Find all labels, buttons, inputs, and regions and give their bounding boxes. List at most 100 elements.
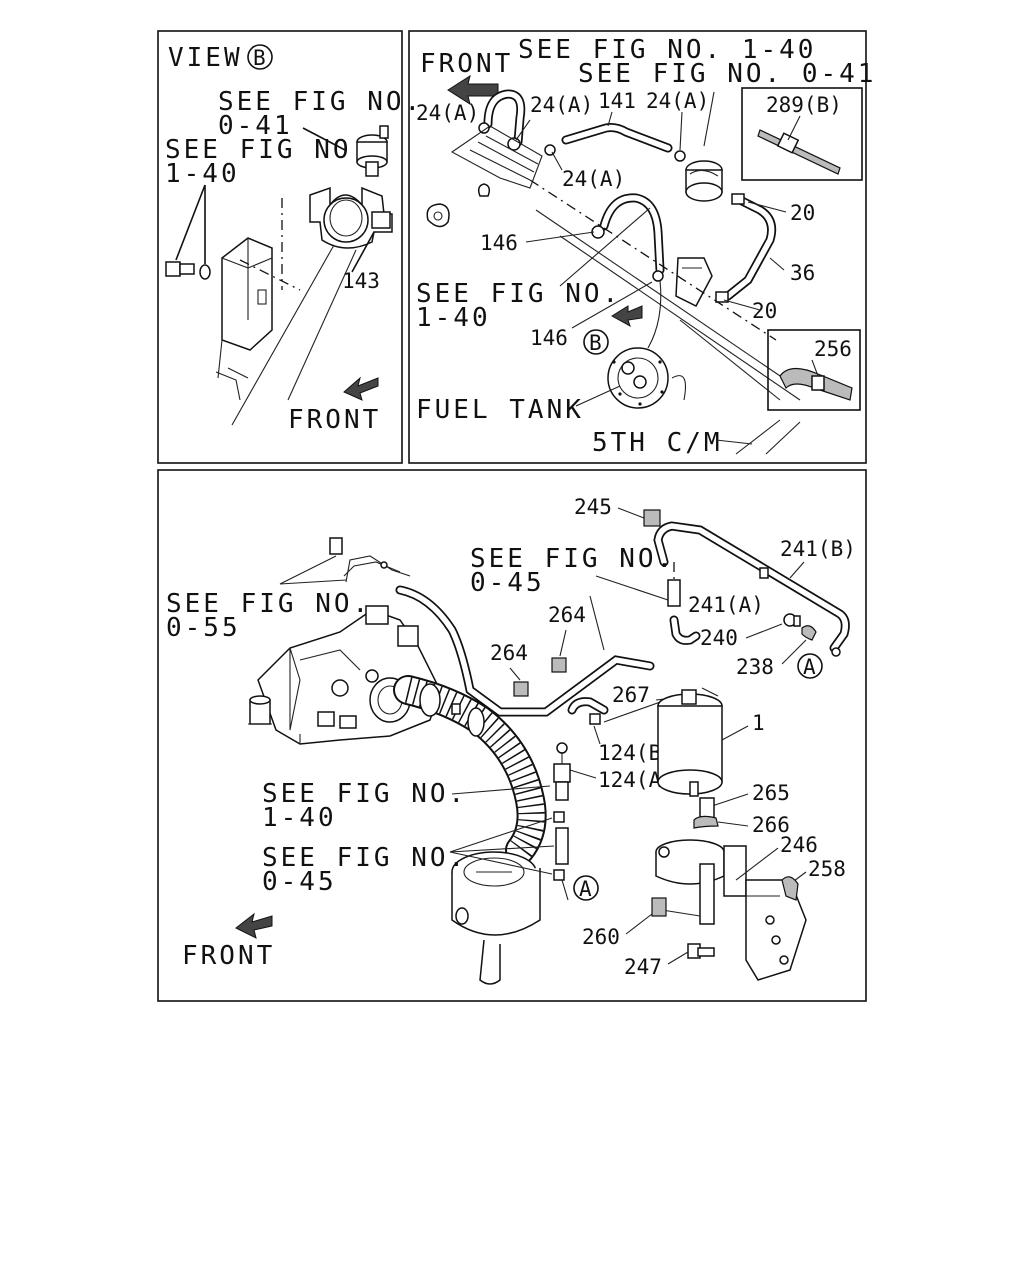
nut-260 bbox=[651, 897, 667, 917]
part-141: 141 bbox=[598, 89, 636, 113]
part-36: 36 bbox=[790, 261, 815, 285]
clip-258 bbox=[781, 876, 799, 901]
filler-bracket bbox=[426, 125, 543, 228]
crossmember-label: 5TH C/M bbox=[592, 428, 723, 458]
canister-bracket-246 bbox=[655, 839, 807, 981]
fuel-filter bbox=[685, 91, 723, 202]
crossmember-line-1 bbox=[735, 419, 781, 455]
fuel-tank-ref-mid2: 1-40 bbox=[416, 303, 491, 333]
canister-ref-045b-2: 0-45 bbox=[262, 867, 337, 897]
fitting-265-266 bbox=[693, 797, 719, 829]
part-1: 1 bbox=[752, 711, 765, 735]
canister-circle-a2 bbox=[573, 875, 599, 901]
fuel-tank-sender bbox=[607, 347, 687, 409]
canister-circle-a2-letter: A bbox=[579, 877, 592, 901]
connectors-0-45 bbox=[449, 811, 569, 901]
fuel-tank-leader bbox=[575, 385, 621, 407]
clip-264-2 bbox=[513, 681, 529, 697]
connector-241a-top bbox=[667, 579, 681, 607]
canister-circle-a1-letter: A bbox=[803, 655, 816, 679]
part-266: 266 bbox=[752, 813, 790, 837]
part-265: 265 bbox=[752, 781, 790, 805]
canister-panel: 245 241(B) SEE FIG NO. 0-45 241(A) 240 bbox=[166, 495, 856, 985]
fuel-tank-circle-b bbox=[583, 329, 609, 355]
canister-ref-140-1: SEE FIG NO. bbox=[262, 779, 467, 809]
canister-circle-a1 bbox=[797, 653, 823, 679]
view-b-rail-line-2 bbox=[287, 249, 357, 401]
view-b-bolt bbox=[165, 184, 211, 280]
part-264-1: 264 bbox=[548, 603, 586, 627]
part-260: 260 bbox=[582, 925, 620, 949]
view-b-ref2-line2: 1-40 bbox=[165, 159, 240, 189]
fuel-tank-ref-mid1: SEE FIG NO. bbox=[416, 279, 621, 309]
part-256-box bbox=[767, 329, 861, 411]
frame-line-3 bbox=[679, 319, 781, 401]
tank-strap-256 bbox=[779, 359, 853, 401]
part-264-2: 264 bbox=[490, 641, 528, 665]
crossmember-line-2 bbox=[765, 421, 801, 455]
canister-ref-045b-1: SEE FIG NO. bbox=[262, 843, 467, 873]
part-146-2: 146 bbox=[530, 326, 568, 350]
fuel-tank-front-label: FRONT bbox=[420, 49, 513, 79]
frame-dash-1 bbox=[529, 179, 777, 341]
engine-intake-assembly bbox=[248, 605, 441, 745]
view-b-panel-frame bbox=[157, 30, 403, 464]
canister-1 bbox=[657, 687, 723, 797]
fuel-tank-panel-frame bbox=[408, 30, 867, 464]
connector-124b bbox=[589, 713, 601, 725]
part-247: 247 bbox=[624, 955, 662, 979]
view-b-rail-line-1 bbox=[231, 244, 335, 426]
part-20-2: 20 bbox=[752, 299, 777, 323]
view-b-ref1-line2: 0-41 bbox=[218, 111, 293, 141]
view-b-valve bbox=[302, 125, 389, 177]
part-24a-1: 24(A) bbox=[416, 101, 479, 125]
part-238: 238 bbox=[736, 655, 774, 679]
part-20-1: 20 bbox=[790, 201, 815, 225]
view-b-front-label: FRONT bbox=[288, 405, 381, 435]
frame-line-2 bbox=[559, 235, 801, 401]
fuel-tank-label: FUEL TANK bbox=[416, 395, 584, 425]
clip-264-1 bbox=[551, 657, 567, 673]
view-b-title: VIEW bbox=[168, 43, 243, 73]
view-b-circle bbox=[247, 44, 273, 70]
frame-line-1 bbox=[535, 209, 787, 381]
view-b-part-143: 143 bbox=[342, 269, 380, 293]
canister-front-arrow-icon bbox=[235, 912, 273, 939]
fuel-tank-ref-top1: SEE FIG NO. 1-40 bbox=[518, 35, 816, 65]
view-b-circle-letter: B bbox=[253, 46, 266, 70]
cable-tie-289b bbox=[757, 115, 841, 175]
view-b-front-arrow-icon bbox=[343, 376, 379, 401]
intake-duct bbox=[393, 675, 547, 865]
view-b-clamp-143 bbox=[309, 186, 393, 273]
view-b-ref1-line1: SEE FIG NO. bbox=[218, 87, 423, 117]
part-258: 258 bbox=[808, 857, 846, 881]
part-24a-3: 24(A) bbox=[646, 89, 709, 113]
purge-tube-241b bbox=[653, 521, 850, 657]
view-b-pointer-arrow-icon bbox=[611, 305, 643, 328]
fuel-tank-panel: FRONT SEE FIG NO. 1-40 SEE FIG NO. 0-41 … bbox=[416, 35, 873, 458]
engine-top-bracket bbox=[329, 537, 411, 583]
clip-245 bbox=[643, 509, 661, 527]
canister-front-label: FRONT bbox=[182, 941, 275, 971]
canister-ref-045a-1: SEE FIG NO. bbox=[470, 544, 675, 574]
view-b-bracket bbox=[215, 198, 301, 401]
canister-panel-frame bbox=[157, 469, 867, 1002]
crossmember-leader bbox=[715, 439, 753, 445]
tank-bracket bbox=[675, 257, 713, 307]
bolt-247 bbox=[687, 943, 715, 959]
bolt-240 bbox=[783, 613, 801, 627]
part-24a-4: 24(A) bbox=[562, 167, 625, 191]
part-256: 256 bbox=[814, 337, 852, 361]
vapor-line-141 bbox=[551, 111, 686, 171]
fuel-tank-circle-b-letter: B bbox=[589, 331, 602, 355]
part-289b: 289(B) bbox=[766, 93, 842, 117]
part-240: 240 bbox=[700, 626, 738, 650]
clip-238 bbox=[801, 625, 817, 641]
part-146-1: 146 bbox=[480, 231, 518, 255]
fuel-tank-front-arrow-icon bbox=[447, 74, 499, 106]
part-24a-2: 24(A) bbox=[530, 93, 593, 117]
part-241a: 241(A) bbox=[688, 593, 764, 617]
fuel-line-36 bbox=[715, 193, 787, 311]
ref-mid-leader bbox=[559, 207, 651, 287]
